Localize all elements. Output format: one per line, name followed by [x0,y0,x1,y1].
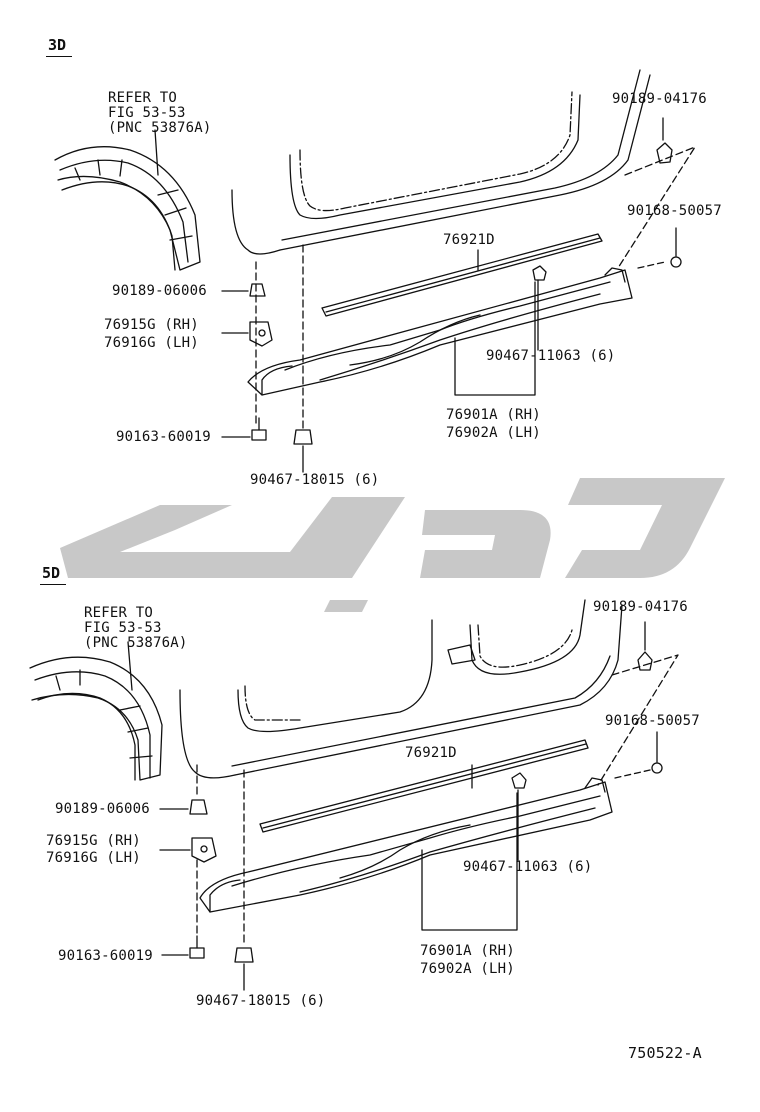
part-label-bracket-rh-3d[interactable]: 76915G (RH) [104,317,199,333]
section-title-5d: 5D [39,564,67,585]
part-label-garnish-rh-3d[interactable]: 76901A (RH) [446,407,541,423]
screw-icon-3d-bottom [221,417,267,441]
part-label-garnish-rh-5d[interactable]: 76901A (RH) [420,943,515,959]
part-label-screw-top-3d[interactable]: 90168-50057 [627,203,722,219]
rocker-garnish-5d [199,777,613,913]
refer-line-1-3d: REFER TO [108,90,178,106]
screw-icon-5d-top [651,731,663,774]
part-label-clip-mid-3d[interactable]: 90467-11063 (6) [486,348,616,364]
bracket-icon-5d [159,837,217,863]
part-label-clip-bottom-5d[interactable]: 90467-18015 (6) [196,993,326,1009]
part-label-bracket-clip-5d[interactable]: 90189-06006 [55,801,150,817]
part-label-clip-mid-5d[interactable]: 90467-11063 (6) [463,859,593,875]
clip-icon-3d-mid [532,265,547,281]
clip-icon-3d-bottom [293,429,313,473]
part-label-bracket-lh-5d[interactable]: 76916G (LH) [46,850,141,866]
clip-icon-5d-top [637,621,653,671]
part-label-garnish-lh-3d[interactable]: 76902A (LH) [446,425,541,441]
part-label-bracket-clip-3d[interactable]: 90189-06006 [112,283,207,299]
part-label-clip-top-5d[interactable]: 90189-04176 [593,599,688,615]
part-label-bracket-rh-5d[interactable]: 76915G (RH) [46,833,141,849]
moulding-76921d-3d [321,233,603,317]
body-side-5d [179,599,623,779]
part-label-clip-bottom-3d[interactable]: 90467-18015 (6) [250,472,380,488]
screw-icon-3d-top [670,227,682,268]
wheel-arch-liner-3d [54,146,201,271]
part-label-screw-bottom-3d[interactable]: 90163-60019 [116,429,211,445]
wheel-arch-liner-5d [29,656,163,781]
part-label-screw-top-5d[interactable]: 90168-50057 [605,713,700,729]
part-label-clip-top-3d[interactable]: 90189-04176 [612,91,707,107]
refer-line-3-3d: (PNC 53876A) [108,120,212,136]
part-label-garnish-lh-5d[interactable]: 76902A (LH) [420,961,515,977]
body-side-3d [231,69,651,255]
refer-line-1-5d: REFER TO [84,605,154,621]
refer-line-2-5d: FIG 53-53 [84,620,162,636]
clip-icon-5d-bracket [159,799,208,815]
refer-line-2-3d: FIG 53-53 [108,105,186,121]
section-title-3d: 3D [45,36,73,57]
part-label-bracket-lh-3d[interactable]: 76916G (LH) [104,335,199,351]
part-label-screw-bottom-5d[interactable]: 90163-60019 [58,948,153,964]
part-label-moulding-3d[interactable]: 76921D [443,232,495,248]
screw-icon-5d-bottom [161,935,205,959]
clip-icon-5d-mid [511,772,527,789]
moulding-76921d-5d [259,739,589,833]
bracket-icon-3d [221,321,273,347]
clip-icon-5d-bottom [234,947,254,991]
rocker-garnish-3d [247,267,633,396]
clip-icon-3d-bracket [221,283,266,297]
diagram-code: 750522-A [628,1044,702,1062]
clip-icon-3d-top [656,117,673,164]
refer-line-3-5d: (PNC 53876A) [84,635,188,651]
part-label-moulding-5d[interactable]: 76921D [405,745,457,761]
